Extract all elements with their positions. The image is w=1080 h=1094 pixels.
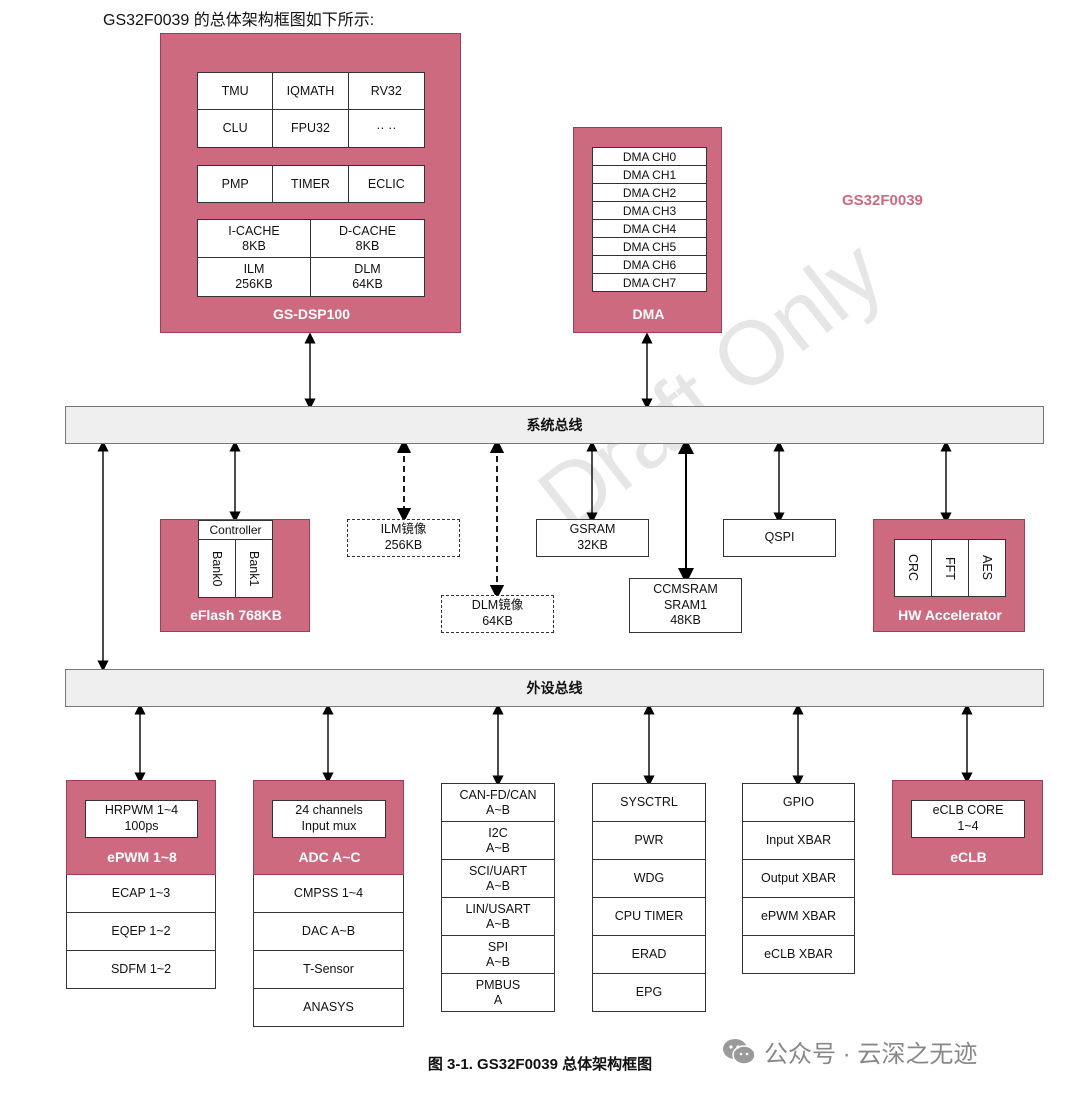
unit-cell: ·· ·· — [376, 121, 397, 135]
qspi: QSPI — [723, 519, 836, 557]
gpio-item: ePWM XBAR — [743, 898, 854, 936]
comm-item: SPI A~B — [442, 936, 554, 974]
adc-item: CMPSS 1~4 — [254, 875, 403, 913]
system-bus: 系统总线 — [65, 406, 1044, 444]
unit-cell: CLU — [198, 110, 274, 147]
memory-cell: DLM 64KB — [352, 262, 383, 291]
accel-unit: CRC — [895, 540, 932, 596]
dma-channel: DMA CH7 — [622, 275, 677, 290]
dma-channel: DMA CH2 — [593, 184, 706, 202]
memory-cell: I-CACHE 8KB — [198, 220, 311, 258]
comm-item: SCI/UART A~B — [442, 860, 554, 898]
unit-cell: RV32 — [348, 73, 424, 110]
epwm-item: EQEP 1~2 — [67, 913, 215, 951]
comm-list: CAN-FD/CAN A~B I2C A~B SCI/UART A~B LIN/… — [441, 783, 555, 1012]
epwm-item: ECAP 1~3 — [67, 875, 215, 913]
hw-accelerator-label: HW Accelerator — [898, 607, 1002, 623]
epwm-label: ePWM 1~8 — [107, 849, 177, 865]
eflash-block: Controller Bank0 Bank1 eFlash 768KB — [160, 519, 310, 632]
sysctrl-list: SYSCTRL PWR WDG CPU TIMER ERAD EPG — [592, 783, 706, 1012]
eclb-block: eCLB CORE 1~4 eCLB — [892, 780, 1043, 875]
adc-item: T-Sensor — [254, 951, 403, 989]
adc-list: CMPSS 1~4 DAC A~B T-Sensor ANASYS — [253, 875, 404, 1027]
gpio-item: eCLB XBAR — [764, 947, 833, 961]
sys-item: WDG — [593, 860, 705, 898]
epwm-item: SDFM 1~2 — [110, 962, 172, 976]
gpio-list: GPIO Input XBAR Output XBAR ePWM XBAR eC… — [742, 783, 855, 974]
dma-block: DMA CH0 DMA CH1 DMA CH2 DMA CH3 DMA CH4 … — [573, 127, 722, 333]
peripheral-bus: 外设总线 — [65, 669, 1044, 707]
comm-item: LIN/USART A~B — [442, 898, 554, 936]
unit-cell: ECLIC — [367, 176, 405, 191]
dlm-mirror: DLM镜像 64KB — [441, 595, 554, 633]
figure-caption: 图 3-1. GS32F0039 总体架构框图 — [427, 1056, 653, 1073]
adc-item: ANASYS — [303, 1000, 354, 1014]
eflash-bank: Bank1 — [247, 551, 261, 587]
eflash-controller: Controller — [199, 521, 272, 540]
unit-cell: TMU — [198, 73, 274, 110]
dma-channel: DMA CH1 — [593, 166, 706, 184]
dsp-block: TMU IQMATH RV32 CLU FPU32 ·· ·· PMP TIME… — [160, 33, 461, 333]
dma-channel: DMA CH5 — [593, 238, 706, 256]
dsp-units-grid: TMU IQMATH RV32 CLU FPU32 ·· ·· — [197, 72, 425, 148]
unit-cell: PMP — [198, 166, 274, 202]
gpio-item: Input XBAR — [743, 822, 854, 860]
eclb-core: eCLB CORE 1~4 — [911, 800, 1025, 838]
sys-item: SYSCTRL — [593, 784, 705, 822]
unit-cell: TIMER — [273, 166, 349, 202]
epwm-list: ECAP 1~3 EQEP 1~2 SDFM 1~2 — [66, 875, 216, 989]
ilm-mirror: ILM镜像 256KB — [347, 519, 460, 557]
dsp-memory-grid: I-CACHE 8KB D-CACHE 8KB ILM 256KB DLM 64… — [197, 219, 425, 297]
chip-label: GS32F0039 — [842, 192, 923, 209]
memory-cell: ILM 256KB — [198, 258, 311, 296]
sys-item: PWR — [593, 822, 705, 860]
gpio-item: GPIO — [743, 784, 854, 822]
comm-item: CAN-FD/CAN A~B — [442, 784, 554, 822]
adc-item: DAC A~B — [254, 913, 403, 951]
sys-item: CPU TIMER — [593, 898, 705, 936]
wechat-account: 公众号 · 云深之无迹 — [764, 1041, 978, 1068]
dma-channel: DMA CH4 — [593, 220, 706, 238]
dma-channel: DMA CH3 — [593, 202, 706, 220]
dma-channel: DMA CH0 — [593, 148, 706, 166]
wechat-watermark: 公众号 · 云深之无迹 — [722, 1034, 977, 1069]
eflash-label: eFlash 768KB — [190, 607, 282, 623]
hw-accelerator-block: CRC FFT AES HW Accelerator — [873, 519, 1025, 632]
sys-item: ERAD — [593, 936, 705, 974]
memory-cell: D-CACHE 8KB — [311, 220, 424, 258]
accel-unit: AES — [980, 555, 994, 581]
comm-item: I2C A~B — [442, 822, 554, 860]
gpio-item: Output XBAR — [743, 860, 854, 898]
eclb-label: eCLB — [950, 849, 987, 865]
unit-cell: IQMATH — [273, 73, 349, 110]
dma-channel-list: DMA CH0 DMA CH1 DMA CH2 DMA CH3 DMA CH4 … — [592, 147, 707, 292]
accel-unit: FFT — [932, 540, 969, 596]
hw-accelerator-units: CRC FFT AES — [894, 539, 1006, 597]
intro-text: GS32F0039 的总体架构框图如下所示: — [103, 12, 375, 29]
unit-cell: FPU32 — [273, 110, 349, 147]
dma-channel: DMA CH6 — [593, 256, 706, 274]
dsp-label: GS-DSP100 — [272, 306, 351, 322]
comm-item: PMBUS A — [475, 977, 521, 1007]
gsram: GSRAM 32KB — [536, 519, 649, 557]
wechat-icon — [723, 1038, 756, 1065]
epwm-hrpwm: HRPWM 1~4 100ps — [85, 800, 198, 838]
eflash-inner: Controller Bank0 Bank1 — [198, 520, 273, 598]
dma-label: DMA — [632, 306, 665, 322]
epwm-block: HRPWM 1~4 100ps ePWM 1~8 — [66, 780, 216, 875]
adc-input-mux: 24 channels Input mux — [272, 800, 386, 838]
sys-item: EPG — [635, 985, 663, 999]
adc-label: ADC A~C — [298, 849, 361, 865]
adc-block: 24 channels Input mux ADC A~C — [253, 780, 404, 875]
dsp-units-grid-2: PMP TIMER ECLIC — [197, 165, 425, 203]
eflash-bank: Bank0 — [199, 540, 236, 598]
ccmsram: CCMSRAM SRAM1 48KB — [629, 578, 742, 633]
